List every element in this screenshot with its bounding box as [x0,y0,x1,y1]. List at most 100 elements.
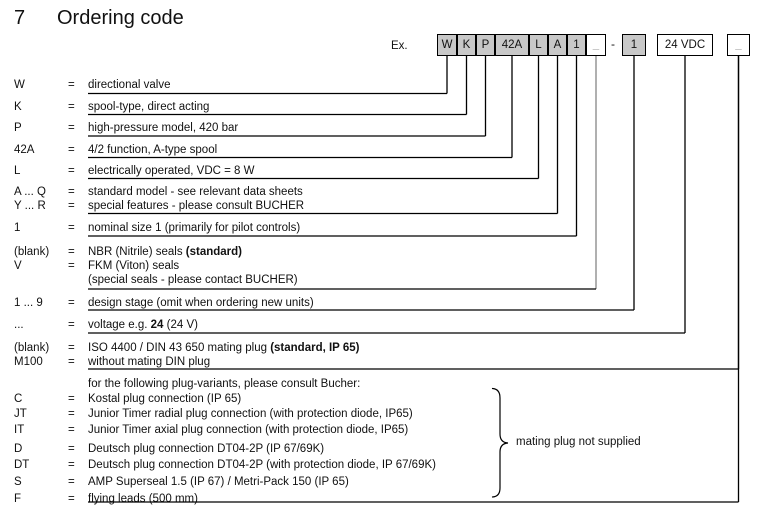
code-row-m100: M100 = without mating DIN plug [0,355,760,369]
section-title: Ordering code [57,7,184,29]
row-equals: = [68,392,75,405]
row-description: AMP Superseal 1.5 (IP 67) / Metri-Pack 1… [88,475,349,488]
code-box-p: P [476,34,495,56]
code-row-l: L = electrically operated, VDC = 8 W [0,164,760,178]
code-row-42a: 42A = 4/2 function, A-type spool [0,143,760,157]
row-description: without mating DIN plug [88,355,211,368]
row-description: ISO 4400 / DIN 43 650 mating plug (stand… [88,341,360,354]
row-code: D [14,442,23,455]
row-description: Junior Timer axial plug connection (with… [88,423,409,436]
code-row-f: F = flying leads (500 mm) [0,492,760,506]
code-box-42a: 42A [495,34,529,56]
row-description: 4/2 function, A-type spool [88,143,218,156]
code-box-24-vdc: 24 VDC [657,34,713,56]
code-row-c: C = Kostal plug connection (IP 65) [0,392,760,406]
row-description: design stage (omit when ordering new uni… [88,296,314,309]
row-code: ... [14,319,24,331]
row-equals: = [68,185,75,198]
code-row-blank: (blank) = NBR (Nitrile) seals (standard) [0,245,760,259]
code-row-jt: JT = Junior Timer radial plug connection (… [0,407,760,421]
row-description: Deutsch plug connection DT04-2P (IP 67/6… [88,442,325,455]
row-description: for the following plug-variants, please … [88,377,361,390]
row-equals: = [68,100,75,113]
row-equals: = [68,143,75,156]
row-description: NBR (Nitrile) seals (standard) [88,246,242,258]
row-description: directional valve [88,79,171,91]
code-separator: - [611,37,615,51]
row-equals: = [68,492,75,505]
row-code: L [14,165,21,177]
code-row-v: V = FKM (Viton) seals [0,259,760,273]
row-code: P [14,122,22,134]
row-code: A ... Q [14,185,46,198]
row-description: electrically operated, VDC = 8 W [88,165,255,177]
row-code: Y ... R [14,200,46,212]
row-description: Kostal plug connection (IP 65) [88,392,242,405]
row-code: 1 ... 9 [14,296,43,309]
code-row-aq: A ... Q = standard model - see relevant da… [0,185,760,199]
code-box-w: W [437,34,457,56]
code-row-k: K = spool-type, direct acting [0,100,760,114]
code-row-yr: Y ... R = special features - please consul… [0,199,760,213]
code-box-a: A [548,34,567,56]
row-equals: = [68,408,75,420]
row-code: (blank) [14,246,50,258]
code-row-continuation: for the following plug-variants, please … [0,377,760,391]
row-equals: = [68,222,75,234]
code-row-p: P = high-pressure model, 420 bar [0,121,760,135]
code-box-l: L [529,34,548,56]
code-box-blank: _ [586,34,606,56]
row-equals: = [68,355,75,368]
row-equals: = [68,122,75,134]
row-code: V [14,260,22,272]
row-equals: = [68,246,75,258]
row-equals: = [68,341,75,354]
code-row-w: W=directional valve [0,78,760,92]
row-description: (special seals - please contact BUCHER) [88,274,298,286]
row-equals: = [68,200,75,212]
code-row-1: 1=nominal size 1 (primarily for pilot co… [0,221,760,235]
code-row-continuation: (special seals - please contact BUCHER) [0,273,760,287]
row-description: FKM (Viton) seals [88,260,180,272]
row-code: W [14,79,25,91]
row-description: special features - please consult BUCHER [88,200,305,212]
code-box-1: 1 [622,34,646,56]
row-description: spool-type, direct acting [88,100,210,113]
code-row-s: S = AMP Superseal 1.5 (IP 67) / Metri-Pack… [0,475,760,489]
example-label: Ex. [391,40,408,52]
row-equals: = [68,442,75,455]
row-description: flying leads (500 mm) [88,492,198,505]
row-equals: = [68,296,75,309]
row-equals: = [68,165,75,177]
row-description: nominal size 1 (primarily for pilot cont… [88,222,301,234]
row-description: high-pressure model, 420 bar [88,122,239,134]
row-code: C [14,392,23,405]
row-description: standard model - see relevant data sheet… [88,185,303,198]
row-equals: = [68,423,75,436]
row-code: JT [14,408,27,420]
row-code: IT [14,423,25,436]
code-row-19: 1 ... 9 = design stage (omit when ordering… [0,296,760,310]
row-code: DT [14,459,30,471]
row-code: K [14,100,22,113]
code-row-dt: DT = Deutsch plug connection DT04-2P (with… [0,458,760,472]
row-code: (blank) [14,341,50,354]
code-box-1: 1 [567,34,586,56]
row-code: S [14,475,22,488]
row-code: M100 [14,355,43,368]
code-row-blank: (blank) = ISO 4400 / DIN 43 650 mating plu… [0,341,760,355]
row-code: F [14,492,22,505]
row-equals: = [68,459,75,471]
section-number: 7 [14,7,26,29]
code-row-sym: ...=voltage e.g. 24 (24 V) [0,318,760,332]
code-row-it: IT = Junior Timer axial plug connection (w… [0,423,760,437]
row-equals: = [68,260,75,272]
row-equals: = [68,319,75,331]
row-description: Junior Timer radial plug connection (wit… [88,408,413,420]
code-row-d: D = Deutsch plug connection DT04-2P (IP 67… [0,442,760,456]
row-equals: = [68,475,75,488]
row-description: Deutsch plug connection DT04-2P (with pr… [88,459,436,471]
row-code: 42A [14,143,35,156]
brace-note: mating plug not supplied [516,436,641,448]
